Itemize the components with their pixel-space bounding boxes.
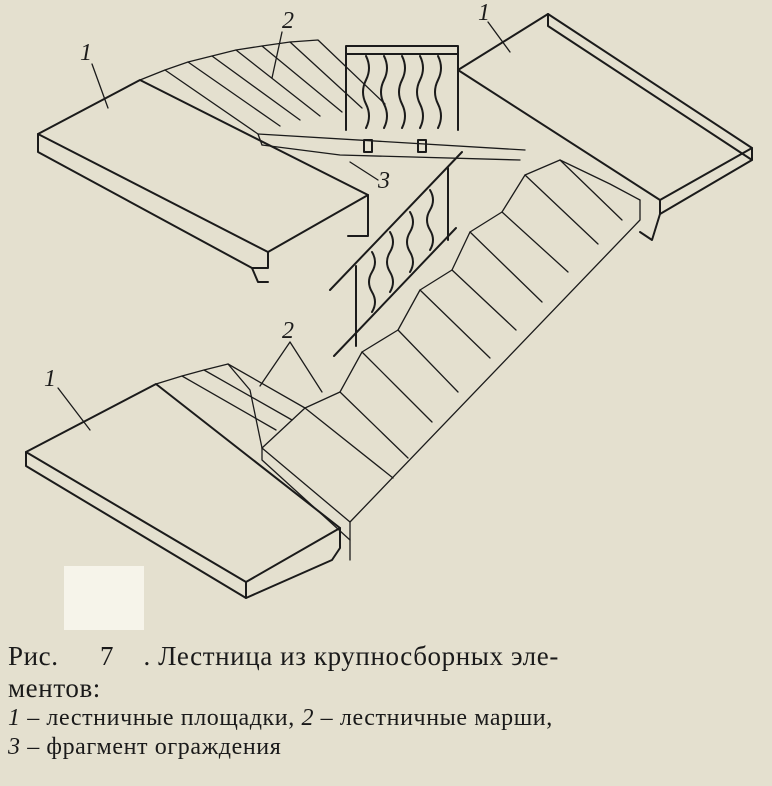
callout-leaders — [57, 21, 511, 431]
flight-lower — [155, 363, 306, 449]
callout-2-lower: 2 — [282, 318, 294, 344]
callout-1-upper-left: 1 — [80, 40, 92, 66]
flight-main — [261, 159, 641, 561]
legend-1-num: 1 — [8, 705, 21, 731]
legend-2-num: 2 — [301, 705, 315, 731]
legend-1-text: – лестничные площадки, — [27, 705, 295, 731]
flight-upper — [139, 39, 526, 161]
caption-fig-number: 7 — [99, 641, 115, 671]
callout-1-lower-left: 1 — [44, 366, 56, 392]
landing-upper-right — [457, 13, 753, 241]
caption-line-1: Рис. 7 . Лестница из крупносборных эле- — [8, 640, 768, 672]
caption-title-part2: ментов: — [8, 673, 101, 703]
landing-lower-left — [25, 383, 341, 599]
caption-title-part1: . Лестница из крупносборных эле- — [143, 641, 559, 671]
staircase-drawing: 1 2 1 3 2 1 — [25, 0, 753, 599]
callout-3-railing: 3 — [377, 168, 390, 194]
legend-3-text: – фрагмент ограждения — [27, 734, 282, 760]
legend-3-num: 3 — [8, 734, 21, 760]
figure-caption: Рис. 7 . Лестница из крупносборных эле- … — [8, 640, 768, 762]
paper-patch — [64, 566, 144, 630]
railing-middle — [329, 151, 463, 357]
landing-upper-left — [37, 79, 369, 283]
legend-2-text: – лестничные марши, — [320, 705, 553, 731]
caption-legend-line-1: 1 – лестничные площадки, 2 – лестничные … — [8, 704, 764, 733]
caption-legend-line-2: 3 – фрагмент ограждения — [8, 733, 768, 762]
caption-prefix: Рис. — [8, 641, 59, 671]
callout-2-top: 2 — [282, 8, 294, 34]
callout-1-upper-right: 1 — [478, 0, 490, 26]
railing-top — [345, 45, 459, 153]
